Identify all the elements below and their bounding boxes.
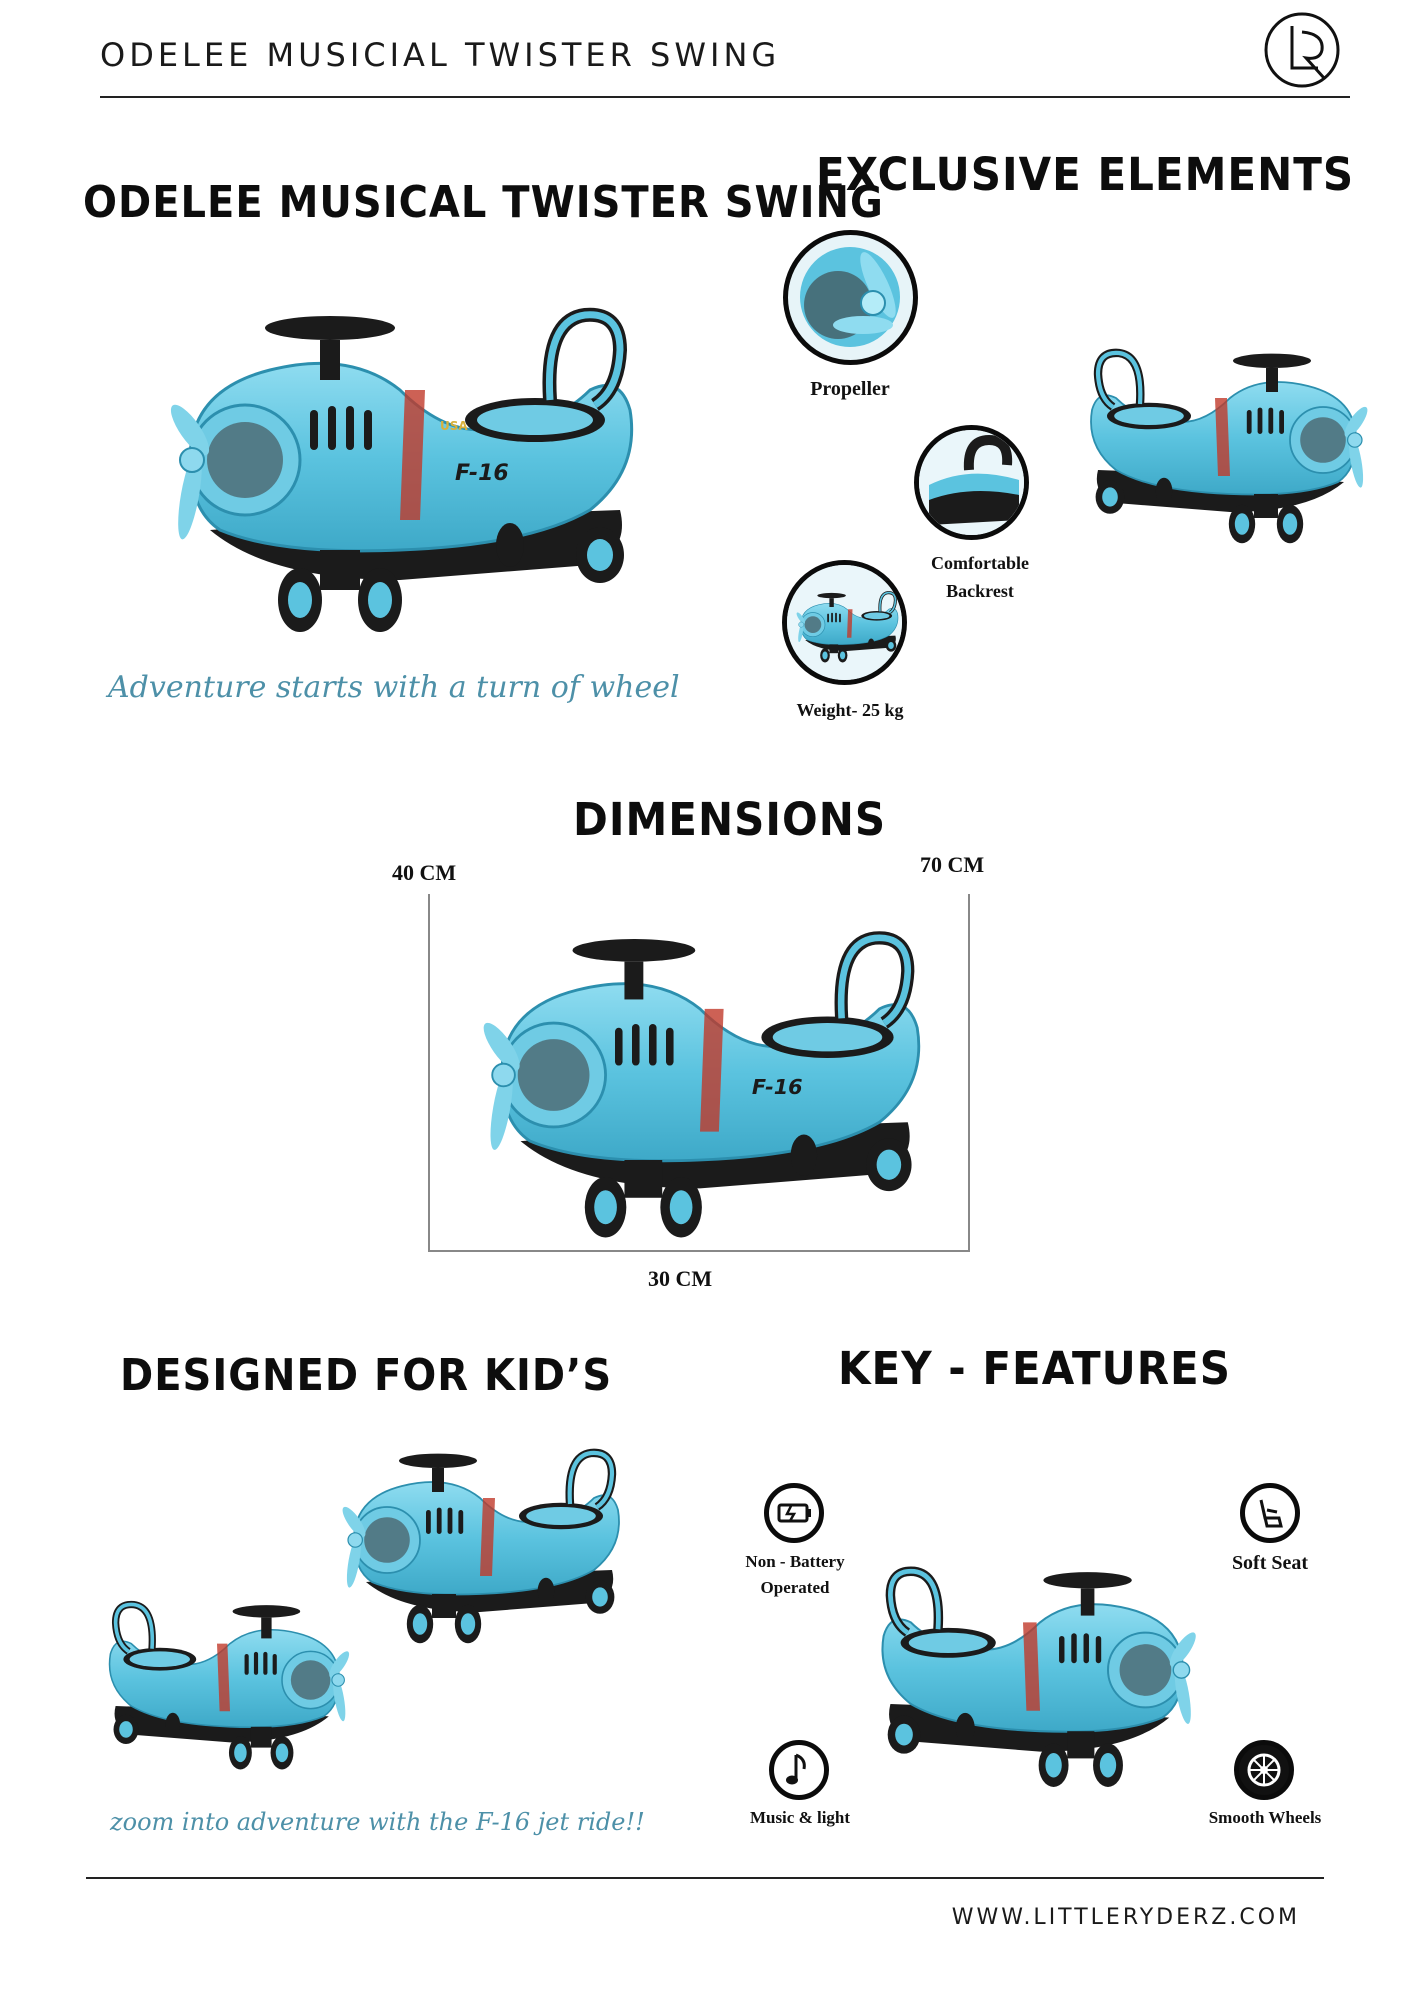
- exclusive-ride-image: [1080, 310, 1380, 570]
- dimension-line-left: [428, 894, 430, 1251]
- dimension-line-right: [968, 894, 970, 1251]
- page-header-title: ODELEE MUSICIAL TWISTER SWING: [100, 36, 781, 74]
- lr-monogram-icon: [1262, 10, 1342, 90]
- footer-divider: [86, 1877, 1324, 1879]
- width-label: 30 CM: [648, 1266, 713, 1291]
- hero-tagline: Adventure starts with a turn of wheel: [108, 670, 680, 705]
- hero-title: ODELEE MUSICAL TWISTER SWING: [83, 178, 884, 228]
- weight-thumb: [782, 560, 907, 685]
- designed-tagline: zoom into adventure with the F-16 jet ri…: [110, 1808, 645, 1836]
- features-ride-image: [870, 1530, 1210, 1810]
- header-divider: [100, 96, 1350, 98]
- soft-seat-label: Soft Seat: [1231, 1552, 1309, 1574]
- music-note-icon: [769, 1740, 829, 1800]
- dimensions-ride-image: F-16: [445, 905, 955, 1245]
- features-title: KEY - FEATURES: [838, 1342, 1231, 1395]
- battery-label-line2: Operated: [760, 1578, 830, 1597]
- height-label: 40 CM: [392, 860, 457, 885]
- car-seat-icon: [1240, 1483, 1300, 1543]
- length-label: 70 CM: [920, 852, 985, 877]
- hero-ride-image: F-16 USA: [110, 280, 690, 640]
- propeller-thumb: [783, 230, 918, 365]
- propeller-label: Propeller: [810, 378, 890, 400]
- backrest-thumb: [914, 425, 1029, 540]
- battery-icon: [764, 1483, 824, 1543]
- hero-jet-text: F-16: [455, 461, 509, 486]
- website-link[interactable]: WWW.LITTLERYDERZ.COM: [951, 1905, 1300, 1930]
- battery-label-line1: Non - Battery: [745, 1552, 845, 1571]
- dimensions-title: DIMENSIONS: [573, 793, 887, 846]
- designed-title: DESIGNED FOR KID’S: [120, 1351, 613, 1401]
- exclusive-title: EXCLUSIVE ELEMENTS: [816, 148, 1355, 201]
- music-light-label: Music & light: [749, 1808, 851, 1827]
- wheel-icon: [1234, 1740, 1294, 1800]
- dimensions-jet-text: F-16: [752, 1075, 803, 1099]
- dimension-line-bottom: [428, 1250, 970, 1252]
- smooth-wheels-label: Smooth Wheels: [1208, 1808, 1322, 1827]
- weight-label: Weight- 25 kg: [796, 700, 904, 720]
- backrest-label-line2: Backrest: [946, 581, 1014, 601]
- hero-badge-text: USA: [440, 419, 468, 433]
- designed-ride-image-front: [100, 1570, 360, 1790]
- designed-ride-image-back: [330, 1430, 630, 1650]
- backrest-label-line1: Comfortable: [931, 553, 1029, 573]
